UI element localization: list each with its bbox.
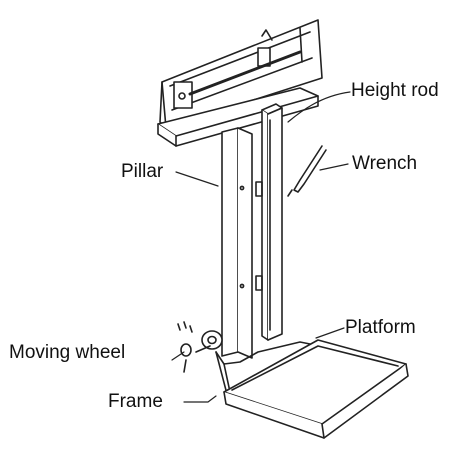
platform <box>223 339 409 439</box>
leader-lines <box>171 91 351 403</box>
leader-moving-wheel <box>171 351 185 361</box>
label-platform: Platform <box>345 317 416 338</box>
label-frame: Frame <box>108 391 163 412</box>
leader-pillar <box>175 171 219 187</box>
moving-wheel <box>177 321 223 373</box>
leader-platform <box>315 327 345 339</box>
label-wrench: Wrench <box>352 153 418 174</box>
label-pillar: Pillar <box>121 161 164 182</box>
leader-wrench <box>319 163 349 171</box>
leader-height-rod <box>287 91 351 123</box>
wrench <box>287 145 327 197</box>
label-moving-wheel: Moving wheel <box>9 342 126 363</box>
leader-frame <box>183 395 217 403</box>
height-rod <box>255 103 283 341</box>
pillar <box>221 127 253 359</box>
label-height-rod: Height rod <box>351 80 439 101</box>
beam-head <box>159 19 323 129</box>
